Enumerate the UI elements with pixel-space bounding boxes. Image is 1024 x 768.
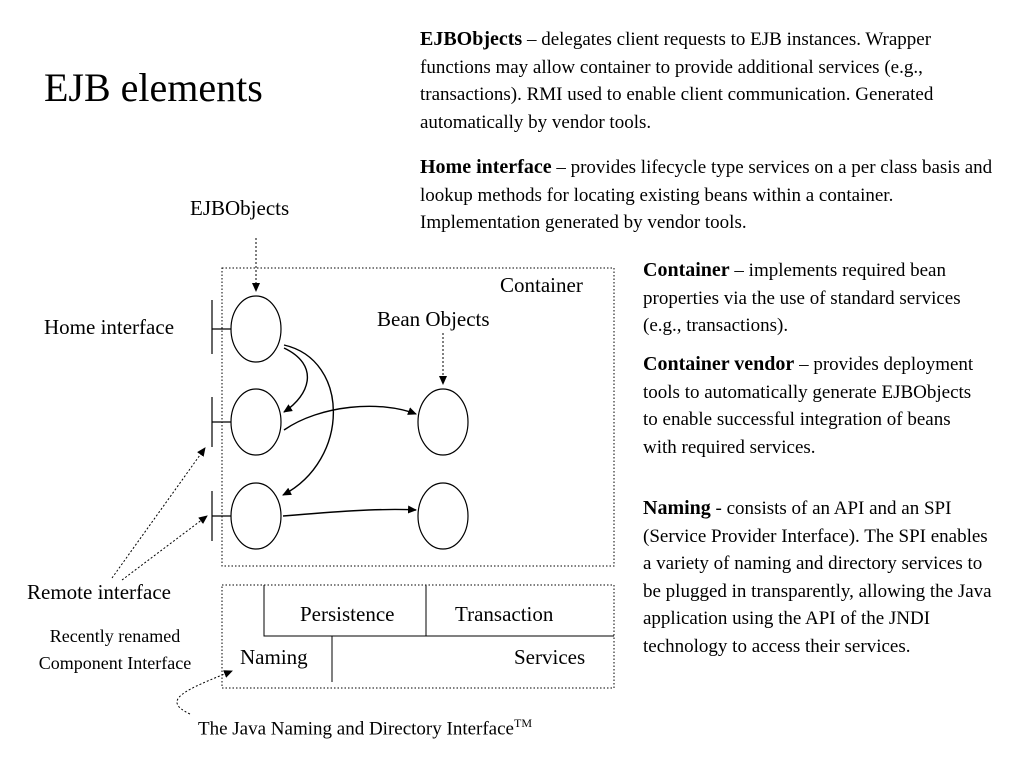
container-box (221, 267, 615, 567)
description-term: Container (643, 259, 730, 281)
description-text: provides deployment tools to automatical… (643, 354, 974, 458)
ejbobject-1 (230, 388, 282, 456)
container-vendor-description: Container vendor – provides deployment t… (643, 353, 974, 458)
jndi-pointer (176, 670, 233, 715)
jndi-label: The Java Naming and Directory InterfaceT… (198, 716, 532, 740)
bean-object-2 (417, 482, 469, 550)
bean-objects-label: Bean Objects (377, 307, 490, 331)
ejbobjects-label: EJBObjects (190, 196, 290, 220)
ejbobject-home (230, 295, 282, 363)
naming-description: Naming - consists of an API and an SPI (… (643, 497, 992, 657)
description-text: implements required bean properties via … (643, 260, 961, 336)
description-term: EJBObjects (420, 28, 523, 50)
services-box (221, 584, 615, 689)
description-text: provides lifecycle type services on a pe… (420, 157, 993, 233)
services-label: Services (514, 645, 586, 669)
ejbobject-1-to-bean-arrow (283, 405, 417, 431)
description-term: Home interface (420, 156, 552, 178)
home-to-ejbobject-2-arrow (282, 344, 335, 496)
persistence-label: Persistence (300, 602, 395, 626)
remote-interface-label: Remote interface (27, 580, 172, 604)
persistence-transaction-box (263, 585, 614, 637)
description-text: consists of an API and an SPI (Service P… (643, 498, 992, 657)
home-to-ejbobject-1-arrow (283, 347, 309, 413)
transaction-label: Transaction (455, 602, 554, 626)
container-label: Container (500, 273, 583, 297)
home-interface-description: Home interface – provides lifecycle type… (420, 156, 993, 233)
page-title: EJB elements (44, 65, 263, 110)
description-term: Container vendor (643, 353, 795, 375)
trademark-mark: TM (514, 716, 532, 730)
description-text: delegates client requests to EJB instanc… (420, 29, 934, 133)
remote-pointer-1 (111, 447, 206, 579)
ejbobjects-description: EJBObjects – delegates client requests t… (420, 28, 934, 133)
home-interface-label: Home interface (44, 315, 175, 339)
ejbobject-2-to-bean-arrow (282, 505, 417, 517)
remote-pointer-2 (121, 515, 208, 581)
ejbobject-2 (230, 482, 282, 550)
description-term: Naming (643, 497, 711, 519)
container-description: Container – implements required bean pro… (643, 259, 961, 336)
naming-label: Naming (240, 645, 308, 669)
renamed-note: Recently renamed Component Interface (38, 626, 192, 673)
bean-object-1 (417, 388, 469, 456)
